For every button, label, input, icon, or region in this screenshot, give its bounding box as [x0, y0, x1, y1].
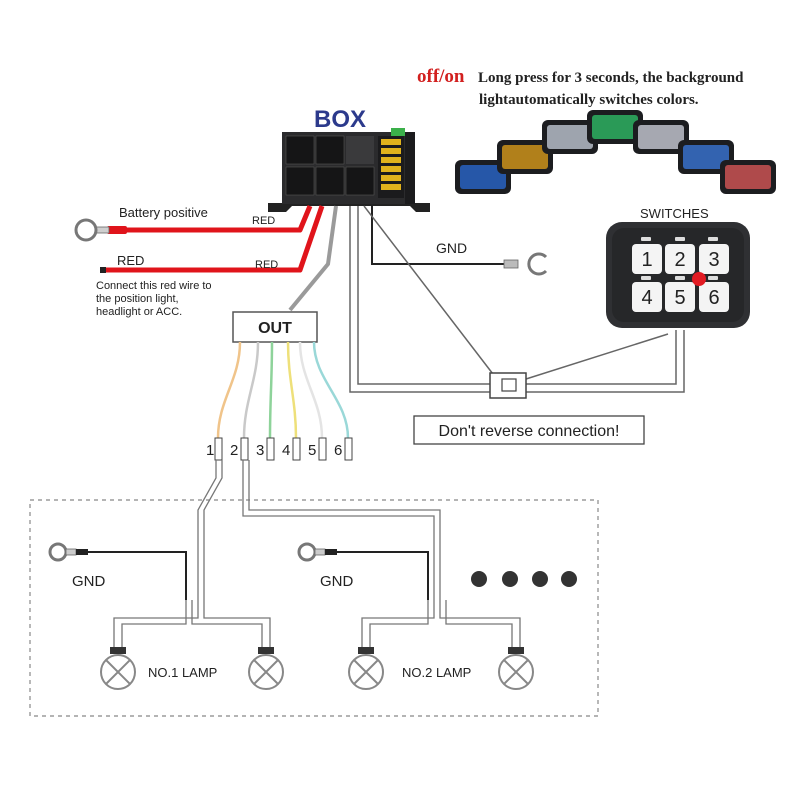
terminal-2-plug	[240, 437, 249, 461]
battery-positive-wire	[74, 205, 313, 242]
more-groups-dots-icon	[471, 571, 577, 587]
preview-panel-4	[587, 110, 643, 144]
power-dot-icon	[692, 272, 706, 286]
switches-title: SWITCHES	[640, 206, 709, 221]
preview-panel-1	[455, 160, 511, 194]
relay-3	[285, 166, 315, 196]
group1-gnd-label: GND	[72, 573, 106, 590]
terminals	[214, 437, 353, 461]
top-gnd-lug	[527, 252, 548, 276]
header-line1: Long press for 3 seconds, the background	[478, 70, 744, 86]
relay-box	[268, 128, 430, 212]
lamp-area	[29, 499, 599, 717]
group2-gnd-label: GND	[320, 573, 354, 590]
group2-lamp-label: NO.2 LAMP	[402, 665, 471, 680]
terminal-6-plug	[344, 437, 353, 461]
preview-panel-6	[678, 140, 734, 174]
offon-label: off/on	[417, 66, 465, 87]
acc-wire	[100, 205, 325, 273]
relay-2	[315, 135, 345, 165]
terminal-2-label: 2	[230, 442, 238, 459]
terminal-5-plug	[318, 437, 327, 461]
acc-label: RED	[117, 253, 144, 268]
switch-key-2-label: 2	[674, 249, 685, 271]
fuse-block	[378, 128, 405, 198]
terminal-3-label: 3	[256, 442, 264, 459]
relay-4	[315, 166, 345, 196]
lamp-icon	[100, 654, 136, 690]
out-label: OUT	[258, 320, 292, 337]
preview-panel-3	[542, 120, 598, 154]
inline-connector	[489, 372, 527, 399]
switch-key-1-label: 1	[641, 249, 652, 271]
battery-wire-label: RED	[252, 215, 275, 227]
switch-cable	[349, 205, 685, 399]
preview-panel-7	[720, 160, 776, 194]
switch-key-4[interactable]: 4	[632, 276, 662, 312]
terminal-3-plug	[266, 437, 275, 461]
warning-label: Don't reverse connection!	[439, 423, 620, 440]
relay-1	[285, 135, 315, 165]
acc-note-line2: the position light,	[96, 293, 179, 305]
output-wire-1	[216, 341, 242, 439]
group1-gnd-ring-icon	[48, 542, 68, 562]
top-gnd-label: GND	[436, 240, 467, 256]
switch-key-3-label: 3	[708, 249, 719, 271]
output-wire-3	[268, 341, 274, 439]
lamp-icon	[498, 654, 534, 690]
switch-key-4-label: 4	[641, 287, 652, 309]
battery-label: Battery positive	[119, 205, 208, 220]
preview-panel-2	[497, 140, 553, 174]
preview-panel-5	[633, 120, 689, 154]
lamp-feed-wires	[197, 460, 441, 600]
battery-ring-terminal	[74, 218, 98, 242]
group1-lamp-label: NO.1 LAMP	[148, 665, 217, 680]
switch-key-1[interactable]: 1	[632, 237, 662, 274]
switch-key-2[interactable]: 2	[665, 237, 695, 274]
group2-gnd-ring-icon	[297, 542, 317, 562]
warning-box	[413, 415, 645, 445]
terminal-6-label: 6	[334, 442, 342, 459]
output-wire-6	[312, 341, 350, 439]
switch-key-6-label: 6	[708, 287, 719, 309]
switch-key-3[interactable]: 3	[699, 237, 729, 274]
acc-wire-label: RED	[255, 259, 278, 271]
terminal-4-plug	[292, 437, 301, 461]
switch-key-6[interactable]: 6	[699, 276, 729, 312]
switch-key-5-label: 5	[674, 287, 685, 309]
lamp-group-2	[297, 542, 534, 690]
output-wires	[216, 341, 350, 439]
output-wire-4	[286, 341, 298, 439]
color-preview-panels	[455, 110, 776, 194]
terminal-1-plug	[214, 437, 223, 461]
lamp-group-1	[48, 542, 284, 690]
acc-note-line3: headlight or ACC.	[96, 306, 182, 318]
acc-note-line1: Connect this red wire to	[96, 280, 212, 292]
terminal-5-label: 5	[308, 442, 316, 459]
header-line2: lightautomatically switches colors.	[479, 92, 699, 108]
output-wire-2	[242, 341, 260, 439]
switch-key-5[interactable]: 5	[665, 276, 695, 312]
out-box	[232, 311, 318, 343]
box-title: BOX	[314, 106, 366, 133]
lamp-icon	[248, 654, 284, 690]
top-gnd-wire	[371, 206, 548, 276]
lamp-icon	[348, 654, 384, 690]
box-to-out-cable	[288, 205, 338, 312]
relay-5	[345, 166, 375, 196]
terminal-4-label: 4	[282, 442, 290, 459]
output-wire-5	[298, 341, 324, 439]
terminal-1-label: 1	[206, 442, 214, 459]
